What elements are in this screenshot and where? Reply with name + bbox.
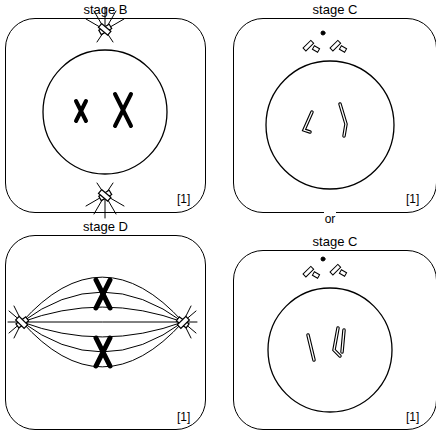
centriole [16, 316, 190, 328]
chromosome [96, 280, 110, 366]
mark-allocation: [1] [405, 410, 420, 424]
cell-outline: stage C [233, 18, 436, 213]
mark-allocation: [1] [405, 192, 420, 206]
centrosome-dot [321, 257, 325, 261]
spindle [22, 277, 183, 367]
cell-outline: stage C [233, 250, 436, 430]
nuclear-envelope [266, 61, 394, 189]
nuclear-envelope [43, 50, 167, 174]
centriole [98, 24, 111, 202]
aster [8, 306, 197, 338]
chromosome [308, 328, 344, 360]
stage-heading: stage C [234, 2, 436, 17]
chromosome [76, 94, 131, 126]
stage-heading: stage C [234, 234, 436, 249]
cell-outline: stage B [5, 18, 206, 213]
mark-allocation: [1] [176, 192, 191, 206]
centriole [303, 264, 347, 278]
chromosome [304, 104, 346, 136]
mark-allocation: [1] [176, 410, 191, 424]
cell-outline: stage D [5, 235, 206, 430]
stage-heading: stage B [6, 2, 205, 17]
nuclear-envelope [268, 288, 392, 412]
stage-heading: stage D [6, 219, 205, 234]
connector-word: or [324, 212, 337, 226]
centrosome-dot [321, 31, 325, 35]
centriole [303, 40, 347, 52]
